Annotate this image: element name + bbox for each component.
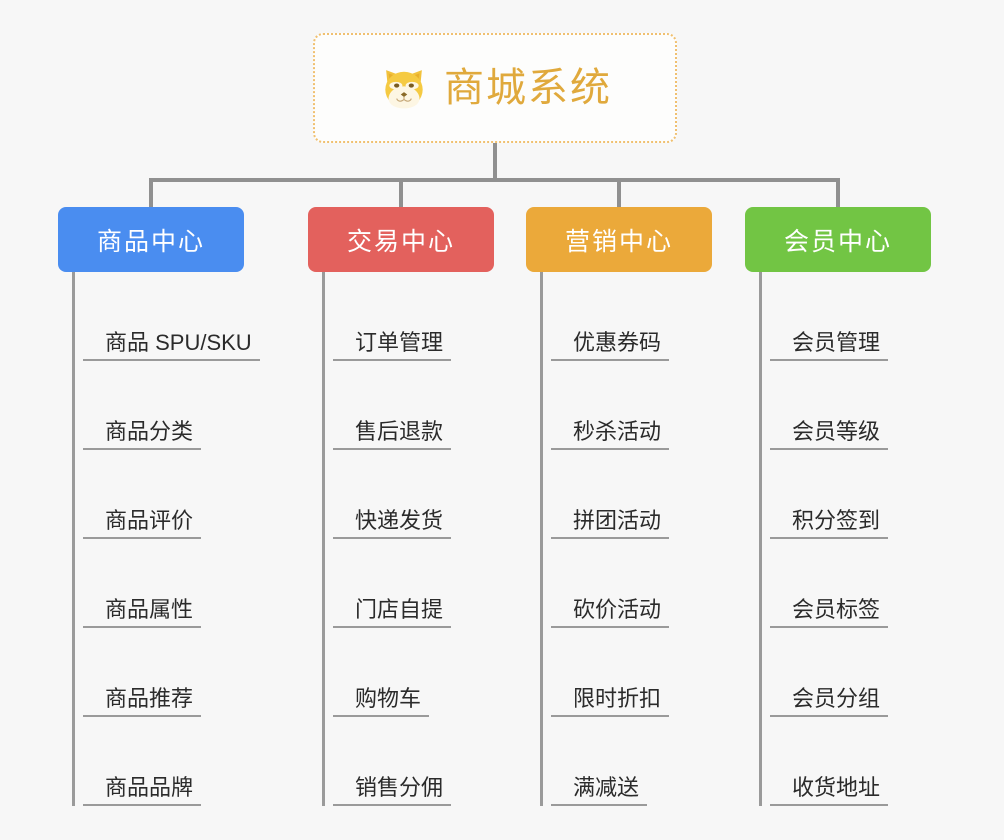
connector-drop-4 [836, 178, 840, 210]
connector-horizontal-bus [149, 178, 837, 182]
list-item[interactable]: 砍价活动 [543, 539, 733, 628]
leaf-label: 限时折扣 [551, 686, 670, 717]
list-item[interactable]: 购物车 [325, 628, 515, 717]
list-item[interactable]: 积分签到 [762, 450, 952, 539]
leaf-list-1: 商品 SPU/SKU 商品分类 商品评价 商品属性 商品推荐 商品品牌 [72, 272, 265, 806]
leaf-label: 秒杀活动 [551, 419, 670, 450]
leaf-label: 会员管理 [770, 330, 889, 361]
list-item[interactable]: 订单管理 [325, 272, 515, 361]
list-item[interactable]: 商品评价 [75, 450, 265, 539]
leaf-label: 销售分佣 [333, 775, 452, 806]
list-item[interactable]: 商品推荐 [75, 628, 265, 717]
list-item[interactable]: 门店自提 [325, 539, 515, 628]
list-item[interactable]: 会员标签 [762, 539, 952, 628]
list-item[interactable]: 收货地址 [762, 717, 952, 806]
list-item[interactable]: 秒杀活动 [543, 361, 733, 450]
list-item[interactable]: 快递发货 [325, 450, 515, 539]
leaf-label: 会员标签 [770, 597, 889, 628]
branch-trade-center: 交易中心 订单管理 售后退款 快递发货 门店自提 购物车 销售分佣 [308, 207, 515, 806]
list-item[interactable]: 拼团活动 [543, 450, 733, 539]
leaf-label: 售后退款 [333, 419, 452, 450]
leaf-label: 商品分类 [83, 419, 202, 450]
connector-drop-2 [399, 178, 403, 210]
branch-header-3[interactable]: 营销中心 [526, 207, 712, 272]
branch-product-center: 商品中心 商品 SPU/SKU 商品分类 商品评价 商品属性 商品推荐 商品品牌 [58, 207, 265, 806]
leaf-label: 商品品牌 [83, 775, 202, 806]
branch-header-1[interactable]: 商品中心 [58, 207, 244, 272]
list-item[interactable]: 满减送 [543, 717, 733, 806]
list-item[interactable]: 售后退款 [325, 361, 515, 450]
leaf-label: 快递发货 [333, 508, 452, 539]
connector-drop-3 [617, 178, 621, 210]
leaf-label: 收货地址 [770, 775, 889, 806]
connector-root-vertical [493, 143, 497, 181]
leaf-label: 门店自提 [333, 597, 452, 628]
leaf-list-4: 会员管理 会员等级 积分签到 会员标签 会员分组 收货地址 [759, 272, 952, 806]
leaf-label: 拼团活动 [551, 508, 670, 539]
root-node[interactable]: 商城系统 [313, 33, 677, 143]
list-item[interactable]: 销售分佣 [325, 717, 515, 806]
list-item[interactable]: 商品属性 [75, 539, 265, 628]
list-item[interactable]: 限时折扣 [543, 628, 733, 717]
leaf-label: 商品推荐 [83, 686, 202, 717]
leaf-label: 优惠券码 [551, 330, 670, 361]
branch-header-4[interactable]: 会员中心 [745, 207, 931, 272]
leaf-label: 会员等级 [770, 419, 889, 450]
list-item[interactable]: 会员等级 [762, 361, 952, 450]
leaf-label: 满减送 [551, 775, 648, 806]
leaf-label: 订单管理 [333, 330, 452, 361]
leaf-label: 商品 SPU/SKU [83, 330, 260, 361]
leaf-label: 商品属性 [83, 597, 202, 628]
leaf-list-2: 订单管理 售后退款 快递发货 门店自提 购物车 销售分佣 [322, 272, 515, 806]
branch-header-2[interactable]: 交易中心 [308, 207, 494, 272]
list-item[interactable]: 会员管理 [762, 272, 952, 361]
leaf-label: 商品评价 [83, 508, 202, 539]
list-item[interactable]: 会员分组 [762, 628, 952, 717]
leaf-label: 购物车 [333, 686, 430, 717]
leaf-list-3: 优惠券码 秒杀活动 拼团活动 砍价活动 限时折扣 满减送 [540, 272, 733, 806]
list-item[interactable]: 优惠券码 [543, 272, 733, 361]
list-item[interactable]: 商品分类 [75, 361, 265, 450]
list-item[interactable]: 商品品牌 [75, 717, 265, 806]
shiba-dog-icon [378, 62, 430, 114]
list-item[interactable]: 商品 SPU/SKU [75, 272, 265, 361]
leaf-label: 积分签到 [770, 508, 889, 539]
branch-member-center: 会员中心 会员管理 会员等级 积分签到 会员标签 会员分组 收货地址 [745, 207, 952, 806]
connector-drop-1 [149, 178, 153, 210]
leaf-label: 会员分组 [770, 686, 889, 717]
leaf-label: 砍价活动 [551, 597, 670, 628]
branch-marketing-center: 营销中心 优惠券码 秒杀活动 拼团活动 砍价活动 限时折扣 满减送 [526, 207, 733, 806]
root-title: 商城系统 [444, 66, 612, 110]
